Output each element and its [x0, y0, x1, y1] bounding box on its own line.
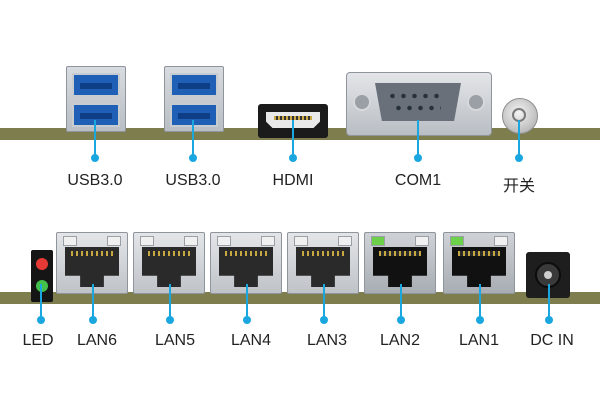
label-power: 开关: [502, 178, 536, 195]
label-led: LED: [22, 332, 54, 349]
usb-port-icon: [72, 73, 120, 97]
callout-line-hdmi: [289, 120, 297, 162]
label-com1: COM1: [394, 172, 442, 189]
rj45-ethernet-port-icon: [56, 232, 128, 294]
usb-port-icon: [170, 103, 218, 127]
rj45-ethernet-port-icon: [443, 232, 515, 294]
usb-port-icon: [72, 103, 120, 127]
db9-serial-port-icon: [346, 72, 492, 136]
callout-line-lan2: [397, 284, 405, 324]
rj45-ethernet-port-icon: [364, 232, 436, 294]
callout-line-led: [37, 284, 45, 324]
rj45-ethernet-port-icon: [210, 232, 282, 294]
label-lan3: LAN3: [306, 332, 348, 349]
callout-line-com1: [414, 120, 422, 162]
rj45-ethernet-port-icon: [287, 232, 359, 294]
callout-line-lan1: [476, 284, 484, 324]
callout-line-lan4: [243, 284, 251, 324]
label-lan6: LAN6: [76, 332, 118, 349]
label-lan5: LAN5: [154, 332, 196, 349]
usb3-port-1: [66, 66, 126, 132]
status-led-icon: [31, 250, 53, 302]
usb3-port-2: [164, 66, 224, 132]
callout-line-lan6: [89, 284, 97, 324]
usb-port-icon: [170, 73, 218, 97]
power-button-icon: [502, 98, 538, 134]
label-lan2: LAN2: [379, 332, 421, 349]
callout-line-usb2: [189, 120, 197, 162]
label-lan4: LAN4: [230, 332, 272, 349]
dc-power-jack-icon: [526, 252, 570, 298]
callout-line-power: [515, 120, 523, 162]
callout-line-lan3: [320, 284, 328, 324]
label-lan1: LAN1: [458, 332, 500, 349]
label-usb1: USB3.0: [67, 172, 123, 189]
rj45-ethernet-port-icon: [133, 232, 205, 294]
callout-line-lan5: [166, 284, 174, 324]
label-usb2: USB3.0: [165, 172, 221, 189]
label-dcin: DC IN: [530, 332, 574, 349]
label-hdmi: HDMI: [272, 172, 314, 189]
callout-line-dcin: [545, 284, 553, 324]
callout-line-usb1: [91, 120, 99, 162]
bottom-board-edge: [0, 292, 600, 304]
